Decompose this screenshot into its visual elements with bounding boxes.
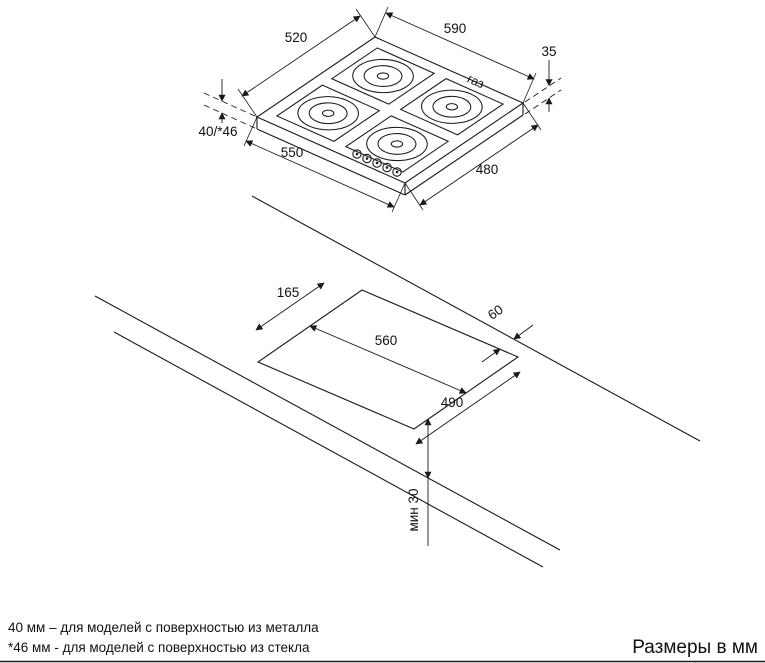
dimension-line <box>481 348 501 363</box>
dim-label-490: 490 <box>441 395 464 410</box>
dimension-550: 550 <box>243 116 406 213</box>
burner-ring-outer <box>286 90 371 137</box>
burner-ring-inner <box>302 99 355 128</box>
hob-bottom-left <box>256 128 406 196</box>
burner-ring-outer <box>354 121 439 168</box>
dimension-60: 60 <box>481 302 534 363</box>
dim-label-35: 35 <box>541 44 556 59</box>
burner-cap <box>375 72 391 81</box>
knob-center <box>365 157 369 160</box>
dim-label-480: 480 <box>476 162 499 177</box>
witness-line <box>404 182 424 211</box>
dimension-min-30: мин 30 <box>406 418 432 546</box>
burner-frame <box>401 79 503 135</box>
knob-center <box>385 166 389 169</box>
hob-view: 520 590 550 480 35 <box>198 7 561 212</box>
witness-line <box>243 116 258 147</box>
dim-label-40-46: 40/*46 <box>198 124 237 139</box>
dimension-590: 590 <box>374 6 537 104</box>
burner-cap <box>320 109 336 118</box>
dimension-40-46: 40/*46 <box>198 79 258 139</box>
dimension-line <box>415 371 521 445</box>
worktop-back-edge <box>251 195 701 442</box>
dimension-line <box>419 124 539 206</box>
dimension-line <box>255 282 325 331</box>
dimension-480: 480 <box>404 102 542 211</box>
worktop-view: 165 560 60 490 мин 30 <box>94 195 701 568</box>
witness-line <box>355 8 376 38</box>
dimension-line <box>513 324 534 340</box>
worktop-level-dashed <box>524 77 562 103</box>
burner-front-left <box>277 85 379 141</box>
dim-label-550: 550 <box>281 145 304 160</box>
burner-cap <box>389 140 405 149</box>
burner-ring-outer <box>409 83 494 130</box>
worktop-slab <box>94 195 701 568</box>
dimension-490: 490 <box>415 371 521 445</box>
dim-label-165: 165 <box>277 285 300 300</box>
dim-label-60: 60 <box>485 302 506 323</box>
dim-label-590: 590 <box>444 21 467 36</box>
burner-cap <box>444 102 460 111</box>
burner-back-right <box>401 79 503 135</box>
dimension-560: 560 <box>309 325 467 394</box>
witness-line <box>522 102 542 131</box>
burner-ring-inner <box>370 129 423 158</box>
burner-ring-inner <box>356 61 409 90</box>
dimension-165: 165 <box>255 282 325 331</box>
dimension-line <box>245 140 395 208</box>
hob-bottom-right <box>404 114 524 196</box>
gas-label: газ <box>465 72 486 92</box>
dim-label-520: 520 <box>285 30 308 45</box>
dimension-line <box>241 15 361 97</box>
burner-frame <box>277 85 379 141</box>
note-glass: *46 мм - для моделей с поверхностью из с… <box>8 640 310 655</box>
units-label: Размеры в мм <box>632 637 758 658</box>
witness-line <box>237 88 258 118</box>
note-metal: 40 мм – для моделей с поверхностью из ме… <box>8 620 319 635</box>
dimension-line <box>385 12 535 80</box>
witness-line <box>391 182 406 213</box>
knob-center <box>395 170 399 174</box>
burner-ring-inner <box>425 92 478 121</box>
footer: 40 мм – для моделей с поверхностью из ме… <box>0 620 765 663</box>
knob-center <box>355 152 359 156</box>
dimension-35: 35 <box>524 44 562 115</box>
knob-center <box>375 161 379 165</box>
witness-line <box>374 6 389 38</box>
dim-label-560: 560 <box>375 333 398 348</box>
worktop-front-bottom-edge <box>113 331 544 568</box>
burner-ring-outer <box>340 53 425 100</box>
worktop-level-dashed <box>524 89 562 115</box>
dimension-520: 520 <box>237 8 376 118</box>
worktop-front-edge <box>94 295 561 551</box>
dim-label-min-30: мин 30 <box>406 488 421 531</box>
